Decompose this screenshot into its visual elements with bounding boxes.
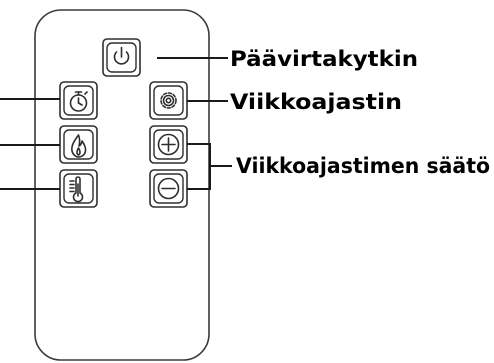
timer-adjust-label: Viikkoajastimen säätö: [236, 154, 490, 178]
clock-icon: [69, 91, 88, 112]
flame-button[interactable]: [59, 125, 98, 164]
power-button[interactable]: [102, 38, 141, 77]
power-label: Päävirtakytkin: [230, 47, 418, 71]
settings-button[interactable]: [149, 81, 188, 120]
plus-icon: [157, 133, 180, 156]
flame-icon: [71, 134, 87, 158]
gear-icon: [160, 92, 177, 109]
minus-button[interactable]: [149, 169, 188, 208]
timer-label: Viikkoajastin: [230, 90, 402, 114]
timer-button[interactable]: [59, 81, 98, 120]
temperature-button[interactable]: [59, 169, 98, 208]
power-icon: [113, 46, 130, 65]
plus-button[interactable]: [149, 125, 188, 164]
thermometer-icon: [69, 176, 84, 203]
minus-icon: [157, 177, 180, 200]
